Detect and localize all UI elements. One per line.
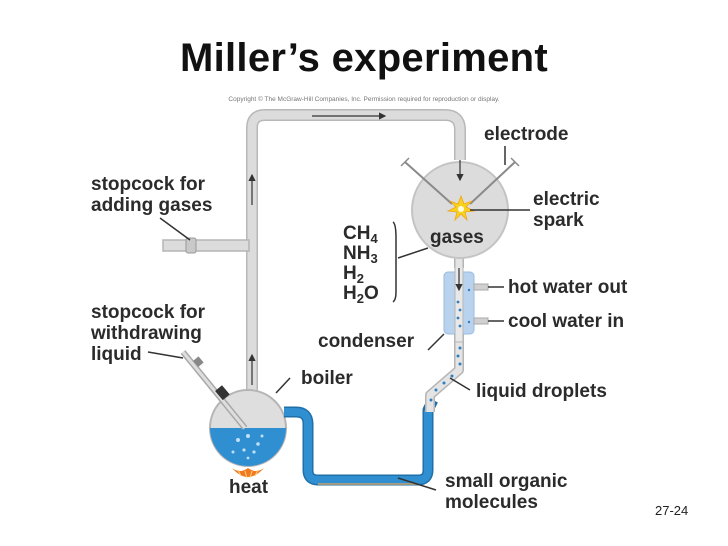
label-electric-spark-line2: spark bbox=[533, 210, 584, 231]
label-small-organic-line2: molecules bbox=[445, 492, 538, 513]
stopcock-withdrawing-liquid[interactable] bbox=[180, 350, 248, 430]
label-stopcock-withdrawing-line3: liquid bbox=[91, 344, 142, 365]
label-liquid-droplets: liquid droplets bbox=[476, 381, 607, 402]
cool-water-inlet bbox=[473, 317, 489, 325]
slide-number: 27-24 bbox=[655, 503, 689, 518]
label-small-organic-line1: small organic bbox=[445, 471, 568, 492]
label-stopcock-withdrawing-liquid: stopcock for withdrawing liquid bbox=[91, 302, 205, 365]
stopcock-adding-gases[interactable] bbox=[162, 237, 250, 254]
label-electric-spark-line1: electric bbox=[533, 189, 600, 210]
slide-title: Miller’s experiment bbox=[179, 36, 549, 80]
gas-item: H2O bbox=[343, 283, 379, 306]
label-electrode: electrode bbox=[484, 124, 569, 145]
label-cool-water-in: cool water in bbox=[508, 311, 625, 332]
liquid-droplets bbox=[429, 338, 462, 402]
label-condenser: condenser bbox=[318, 331, 415, 352]
heat-flame bbox=[232, 468, 264, 479]
label-stopcock-adding-line2: adding gases bbox=[91, 195, 213, 216]
label-heat: heat bbox=[229, 477, 269, 498]
label-electric-spark: electric spark bbox=[533, 189, 600, 231]
label-gases: gases bbox=[430, 227, 484, 248]
gas-item: CH4 bbox=[343, 223, 378, 246]
copyright-notice: Copyright © The McGraw-Hill Companies, I… bbox=[228, 96, 500, 103]
bubbles bbox=[231, 434, 264, 460]
label-hot-water-out: hot water out bbox=[508, 277, 628, 298]
label-stopcock-adding-line1: stopcock for bbox=[91, 174, 206, 195]
gas-list: CH4 NH3 H2 H2O bbox=[343, 223, 379, 306]
condenser-outlet-tube bbox=[425, 330, 464, 412]
gas-item: NH3 bbox=[343, 243, 378, 266]
hot-water-outlet bbox=[473, 283, 489, 291]
condenser bbox=[443, 261, 489, 343]
label-stopcock-withdrawing-line1: stopcock for bbox=[91, 302, 206, 323]
label-stopcock-adding-gases: stopcock for adding gases bbox=[91, 174, 212, 216]
leader-lines bbox=[147, 146, 530, 491]
electrodes bbox=[400, 157, 520, 205]
label-boiler: boiler bbox=[301, 368, 353, 389]
gas-item: H2 bbox=[343, 263, 364, 286]
label-stopcock-withdrawing-line2: withdrawing bbox=[91, 323, 202, 344]
vapor-tube bbox=[246, 109, 466, 400]
return-tube bbox=[284, 397, 438, 486]
spark-icon bbox=[446, 194, 476, 222]
label-small-organic-molecules: small organic molecules bbox=[445, 471, 568, 513]
